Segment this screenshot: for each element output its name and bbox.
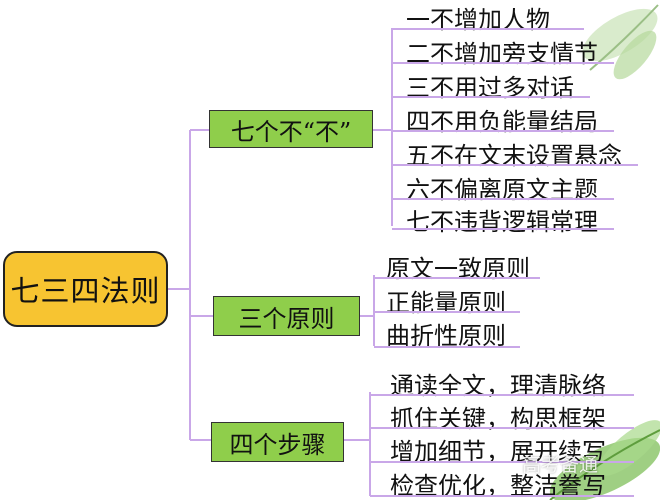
branch-label: 三个原则 xyxy=(238,304,335,333)
leaf-underline xyxy=(392,130,614,132)
leaf-underline xyxy=(374,311,520,313)
branch-four-steps: 四个步骤 xyxy=(211,422,344,462)
leaf-underline xyxy=(392,164,638,166)
leaf-underline xyxy=(370,461,634,463)
leaf-underline xyxy=(370,427,634,429)
leaf-item: 曲折性原则 xyxy=(386,322,506,350)
leaf-underline xyxy=(392,28,584,30)
branch-three-principles: 三个原则 xyxy=(213,296,360,336)
branch-label: 七个不“不” xyxy=(230,117,352,146)
leaf-underline xyxy=(392,228,614,230)
leaf-underline xyxy=(370,394,634,396)
leaf-underline xyxy=(370,495,634,497)
root-node: 七三四法则 xyxy=(3,251,168,327)
leaf-underline xyxy=(374,346,520,348)
root-label: 七三四法则 xyxy=(10,274,161,308)
leaf-underline xyxy=(392,96,590,98)
leaf-underline xyxy=(392,198,614,200)
leaf-underline xyxy=(392,62,614,64)
leaf-underline xyxy=(374,277,540,279)
branch-seven-dont: 七个不“不” xyxy=(209,110,373,148)
watermark-text: 高考备通 xyxy=(522,454,599,476)
leaf-item: 七不违背逻辑常理 xyxy=(406,208,598,236)
branch-label: 四个步骤 xyxy=(229,430,326,459)
